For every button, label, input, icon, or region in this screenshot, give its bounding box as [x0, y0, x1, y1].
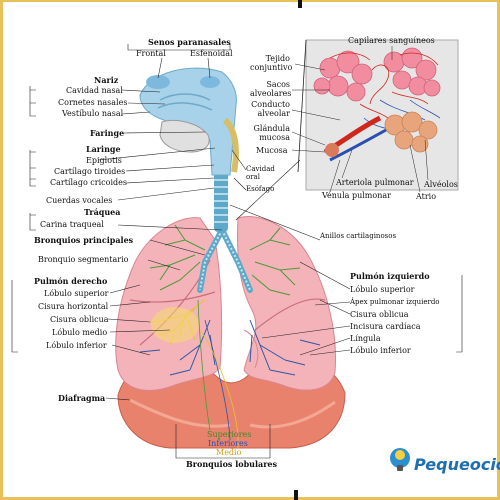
top-marker	[298, 0, 302, 8]
label-cavidad-nasal: Cavidad nasal	[66, 86, 123, 95]
label-cisura-oblicua-derecha: Cisura oblicua	[50, 315, 109, 324]
label-epiglotis: Epiglotis	[86, 156, 122, 165]
label-cartilago-tiroides: Cartílago tiroides	[54, 167, 125, 176]
label-senos-paranasales: Senos paranasales	[148, 38, 231, 47]
label-lobulo-medio: Lóbulo medio	[52, 328, 107, 337]
label-incisura-cardiaca: Incisura cardíaca	[350, 322, 421, 331]
label-mucosa: Mucosa	[256, 146, 288, 155]
label-atrio: Atrio	[416, 192, 436, 201]
label-lingula: Língula	[350, 334, 381, 343]
label-pulmon-izquierdo: Pulmón izquierdo	[350, 272, 430, 281]
label-vestibulo-nasal: Vestíbulo nasal	[62, 109, 123, 118]
label-tejido-conjuntivo: Tejido conjuntivo	[250, 54, 290, 72]
label-bronquio-segmentario: Bronquio segmentario	[38, 255, 128, 264]
left-border	[0, 0, 3, 500]
label-carina-traqueal: Carina traqueal	[40, 220, 104, 229]
bottom-marker	[294, 490, 298, 500]
top-border	[0, 0, 500, 2]
label-cartilago-cricoides: Cartílago cricoides	[50, 178, 127, 187]
label-sacos-alveolares: Sacos alveolares	[250, 80, 290, 98]
alveoli-inset	[292, 40, 458, 192]
label-capilares-sanguineos: Capilares sanguíneos	[348, 36, 435, 45]
label-pulmon-derecho: Pulmón derecho	[34, 277, 107, 286]
label-frontal: Frontal	[136, 49, 166, 58]
label-laringe: Laringe	[86, 145, 121, 154]
label-superiores: Superiores	[207, 430, 251, 439]
label-apex-pulmonar: Ápex pulmonar izquierdo	[350, 298, 440, 307]
label-nariz: Nariz	[94, 76, 118, 85]
label-lobulo-inferior-derecho: Lóbulo inferior	[46, 341, 107, 350]
label-venula-pulmonar: Vénula pulmonar	[322, 191, 391, 200]
label-bronquios-principales: Bronquios principales	[34, 236, 133, 245]
brand-logo-text: Pequeocio	[414, 455, 500, 474]
label-esofago: Esófago	[246, 185, 274, 194]
label-bronquios-lobulares: Bronquios lobulares	[186, 460, 277, 469]
label-traquea: Tráquea	[84, 208, 120, 217]
label-cuerdas-vocales: Cuerdas vocales	[46, 196, 112, 205]
label-arteriola-pulmonar: Arteriola pulmonar	[336, 178, 414, 187]
left-lung-shape	[238, 217, 336, 391]
label-faringe: Faringe	[90, 129, 124, 138]
label-lobulo-inferior-izquierdo: Lóbulo inferior	[350, 346, 411, 355]
lightbulb-icon	[390, 448, 410, 471]
label-alveolos: Alvéolos	[424, 180, 458, 189]
label-esfenoidal: Esfenoidal	[190, 49, 233, 58]
label-cornetes-nasales: Cornetes nasales	[58, 98, 127, 107]
label-cavidad-oral: Cavidad oral	[246, 165, 276, 181]
label-lobulo-superior-izquierdo: Lóbulo superior	[350, 285, 414, 294]
label-inferiores: Inferiores	[208, 439, 248, 448]
label-diafragma: Diafragma	[58, 394, 105, 403]
label-glandula-mucosa: Glándula mucosa	[250, 124, 290, 142]
label-anillos-cartilaginosos: Anillos cartilaginosos	[320, 232, 400, 240]
label-lobulo-superior-derecho: Lóbulo superior	[44, 289, 108, 298]
label-cisura-horizontal: Cisura horizontal	[38, 302, 108, 311]
label-conducto-alveolar: Conducto alveolar	[250, 100, 290, 118]
label-medio: Medio	[216, 448, 241, 457]
label-cisura-oblicua-izquierda: Cisura oblicua	[350, 310, 409, 319]
